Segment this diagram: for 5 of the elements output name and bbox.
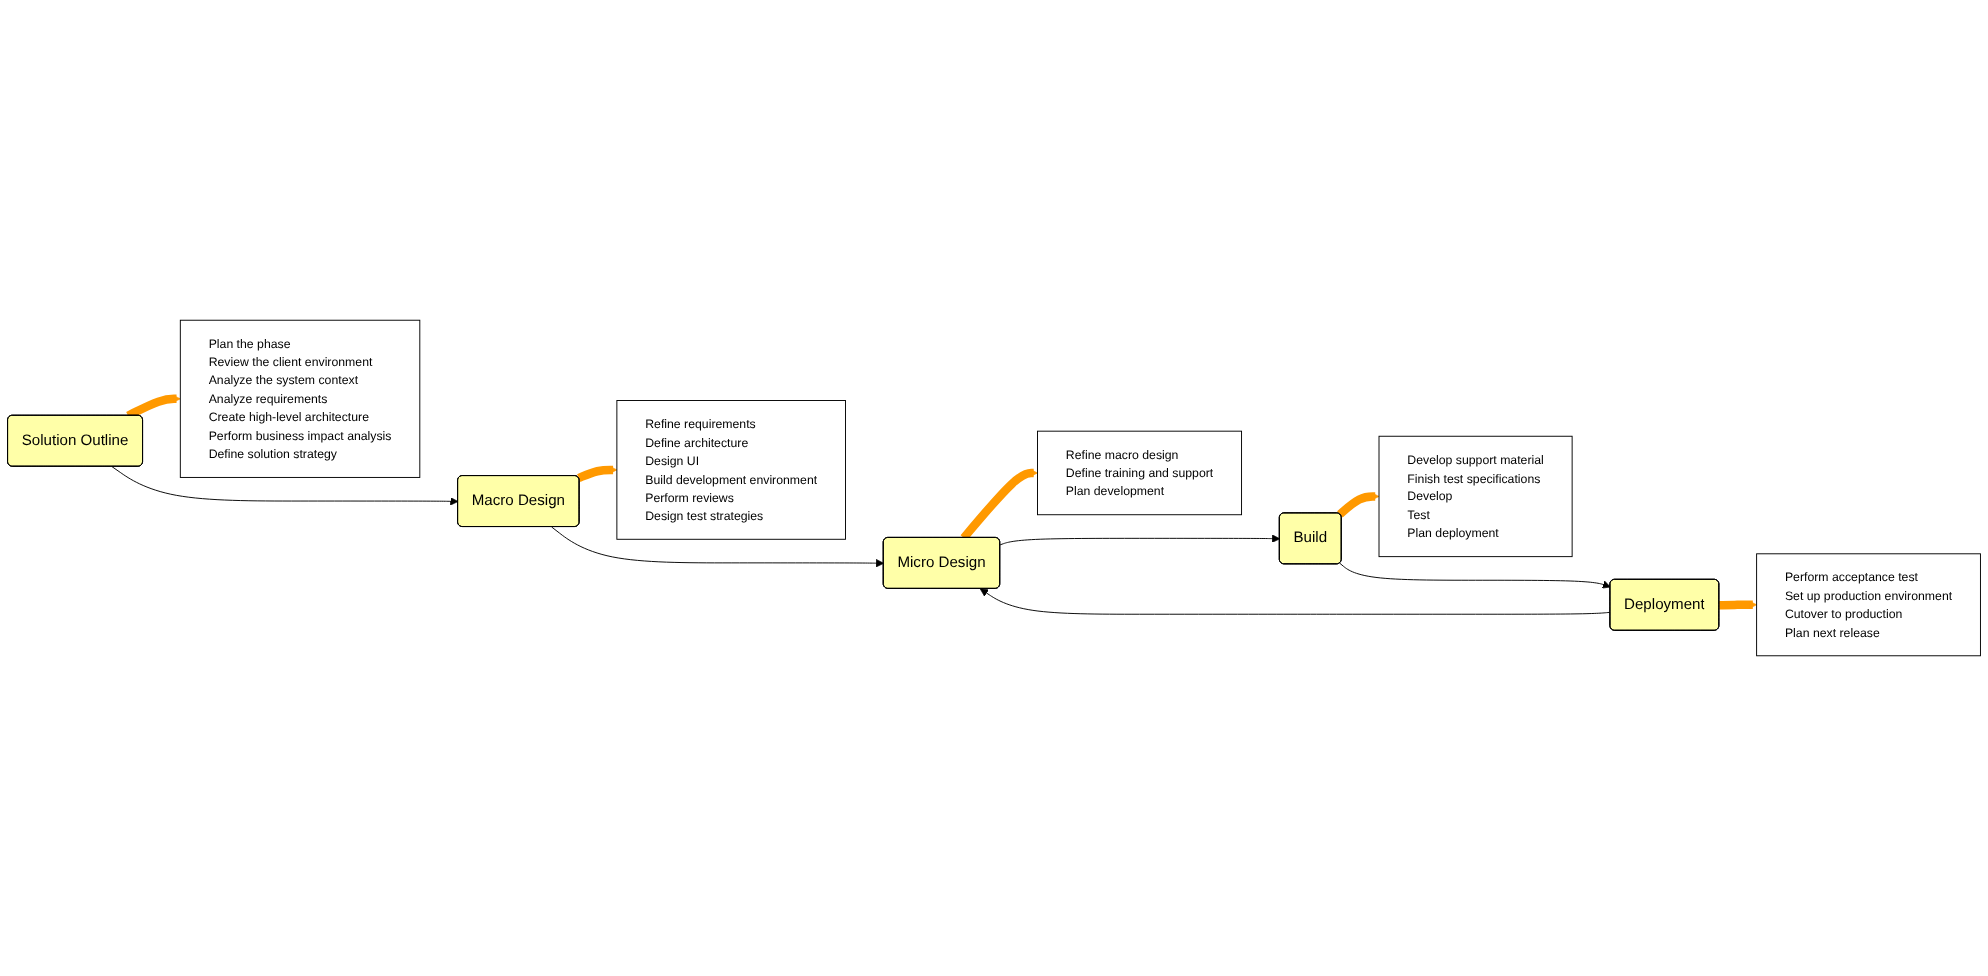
arrow: [1718, 600, 1757, 610]
arrow: [577, 465, 618, 482]
arrow: [126, 394, 181, 420]
arrow: [1337, 492, 1380, 518]
arrow: [960, 468, 1038, 541]
